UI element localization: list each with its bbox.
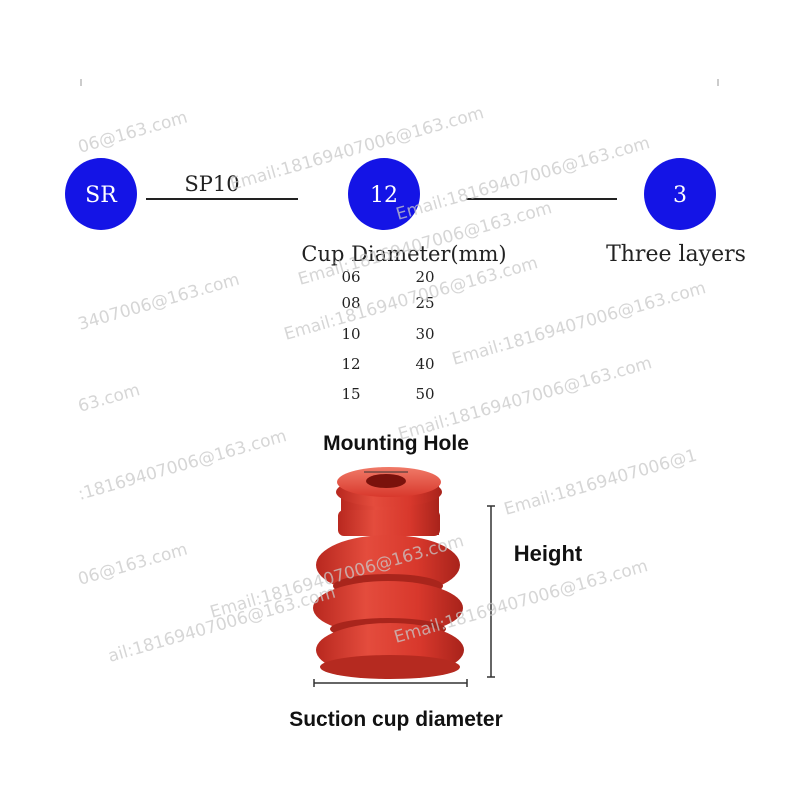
diameter-code-circle — [348, 158, 420, 230]
diameter-option: 25 — [415, 294, 434, 312]
series-code: SP10 — [184, 172, 239, 196]
cup-lip — [320, 655, 460, 679]
layers-label: Three layers — [606, 242, 746, 267]
diameter-option: 40 — [415, 355, 434, 373]
diameter-option: 20 — [415, 268, 434, 286]
diameter-option: 50 — [415, 385, 434, 403]
diameter-option: 15 — [341, 385, 360, 403]
layers-code-circle — [644, 158, 716, 230]
diameter-options-column-1: 06 08 10 12 15 — [341, 268, 360, 403]
prefix-circle — [65, 158, 137, 230]
watermark-text: ail:18169407006@163.com — [106, 583, 338, 667]
diameter-option: 06 — [341, 268, 360, 286]
suction-cup-illustration — [313, 467, 464, 679]
watermark-text: 06@163.com — [76, 539, 190, 589]
suction-cup-diameter-label: Suction cup diameter — [289, 708, 503, 731]
watermark-text: Email:18169407006@163.com — [450, 278, 708, 370]
watermark-text: :18169407006@163.com — [76, 426, 289, 505]
diameter-option: 12 — [341, 355, 360, 373]
diameter-options-column-2: 20 25 30 40 50 — [415, 268, 434, 403]
cup-diameter-label: Cup Diameter(mm) — [301, 242, 506, 266]
cup-mid-ring — [338, 510, 440, 536]
watermark-text: 3407006@163.com — [76, 270, 242, 335]
diameter-option: 30 — [415, 325, 434, 343]
watermark-text: Email:18169407006@163.com — [396, 353, 654, 445]
mounting-hole — [366, 474, 406, 488]
watermark-text: Email:18169407006@1 — [502, 446, 699, 520]
layers-code: 3 — [673, 183, 687, 208]
mounting-hole-label: Mounting Hole — [323, 432, 469, 455]
diameter-code: 12 — [370, 183, 398, 208]
height-label: Height — [514, 541, 583, 566]
watermark-text: 06@163.com — [76, 107, 190, 157]
watermark-text: 63.com — [76, 380, 142, 417]
diameter-option: 08 — [341, 294, 360, 312]
prefix-code: SR — [85, 183, 118, 208]
diameter-option: 10 — [341, 325, 360, 343]
